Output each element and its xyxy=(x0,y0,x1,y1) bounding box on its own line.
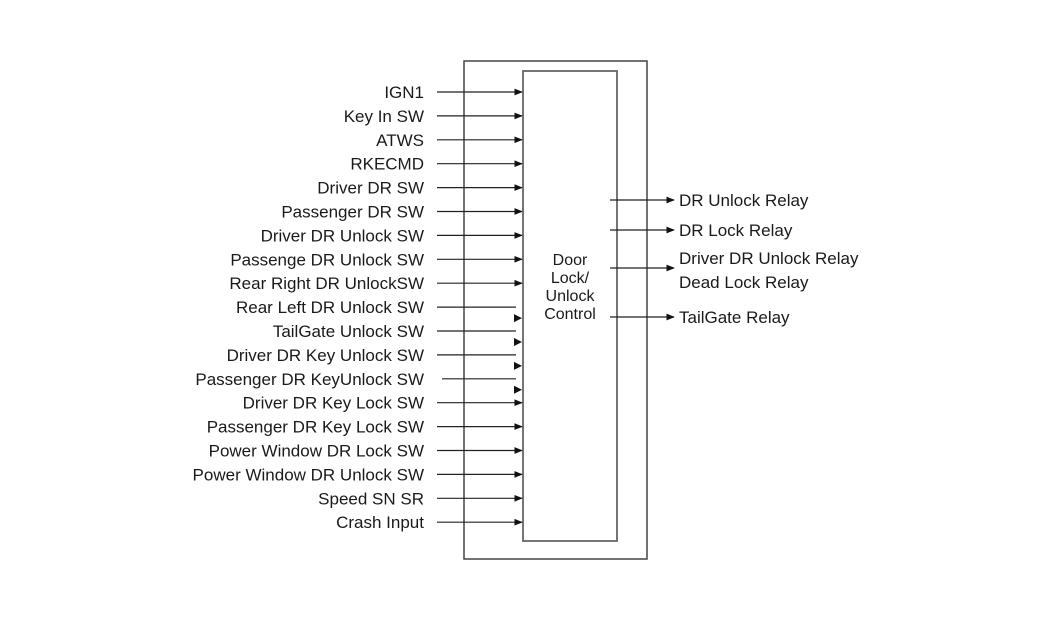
input-label: RKECMD xyxy=(350,155,424,174)
input-label: TailGate Unlock SW xyxy=(273,322,424,341)
input-label: Driver DR Key Lock SW xyxy=(243,394,424,413)
output-label: DR Lock Relay xyxy=(679,221,793,240)
output-label: TailGate Relay xyxy=(679,308,790,327)
control-label-line: Unlock xyxy=(546,288,596,305)
input-signal: Passenger DR Key Lock SW xyxy=(207,418,523,437)
output-signal: DR Unlock Relay xyxy=(610,191,809,210)
input-label: Passenger DR KeyUnlock SW xyxy=(195,370,424,389)
input-label: Passenger DR SW xyxy=(281,203,424,222)
input-label: ATWS xyxy=(376,131,424,150)
input-signal: Power Window DR Unlock SW xyxy=(193,465,523,484)
input-label: IGN1 xyxy=(384,83,424,102)
input-label: Passenge DR Unlock SW xyxy=(230,250,424,269)
input-label: Driver DR Unlock SW xyxy=(261,226,424,245)
input-signal: Passenge DR Unlock SW xyxy=(230,250,523,269)
input-signal: Passenger DR SW xyxy=(281,203,523,222)
input-label: Passenger DR Key Lock SW xyxy=(207,418,424,437)
input-arrowhead xyxy=(514,361,522,370)
output-label: Driver DR Unlock Relay xyxy=(679,249,859,268)
control-label-line: Door xyxy=(553,252,588,269)
input-signal: Rear Right DR UnlockSW xyxy=(229,274,523,293)
input-label: Rear Left DR Unlock SW xyxy=(236,298,424,317)
input-signal: Power Window DR Lock SW xyxy=(209,442,523,461)
input-signal: Passenger DR KeyUnlock SW xyxy=(195,370,522,394)
input-signal: Driver DR Unlock SW xyxy=(261,226,523,245)
input-label: Rear Right DR UnlockSW xyxy=(229,274,424,293)
input-signal: Rear Left DR Unlock SW xyxy=(236,298,522,323)
output-label: DR Unlock Relay xyxy=(679,191,809,210)
input-signal: IGN1 xyxy=(384,83,523,102)
input-arrowhead xyxy=(514,338,522,346)
input-arrowhead xyxy=(514,385,522,394)
control-label-line: Control xyxy=(544,306,596,323)
control-block xyxy=(522,70,618,542)
input-label: Power Window DR Lock SW xyxy=(209,442,424,461)
output-signal: TailGate Relay xyxy=(610,308,790,327)
input-label: Driver DR Key Unlock SW xyxy=(227,346,424,365)
input-signal: Crash Input xyxy=(336,513,523,532)
output-label: Dead Lock Relay xyxy=(679,273,809,292)
input-label: Speed SN SR xyxy=(318,489,424,508)
outer-module-box xyxy=(463,60,648,560)
output-signal: DR Lock Relay xyxy=(610,221,793,240)
input-signal: Key In SW xyxy=(344,107,523,126)
input-label: Crash Input xyxy=(336,513,424,532)
input-signal: Driver DR Key Unlock SW xyxy=(227,346,522,370)
input-label: Power Window DR Unlock SW xyxy=(193,465,424,484)
control-label-line: Lock/ xyxy=(551,270,590,287)
input-signal: ATWS xyxy=(376,131,523,150)
input-signal: TailGate Unlock SW xyxy=(273,322,522,346)
input-signal: Speed SN SR xyxy=(318,489,523,508)
input-signal: Driver DR Key Lock SW xyxy=(243,394,523,413)
input-signal: Driver DR SW xyxy=(317,179,523,198)
input-label: Driver DR SW xyxy=(317,179,424,198)
input-arrowhead xyxy=(514,314,522,323)
input-label: Key In SW xyxy=(344,107,424,126)
input-signal: RKECMD xyxy=(350,155,523,174)
